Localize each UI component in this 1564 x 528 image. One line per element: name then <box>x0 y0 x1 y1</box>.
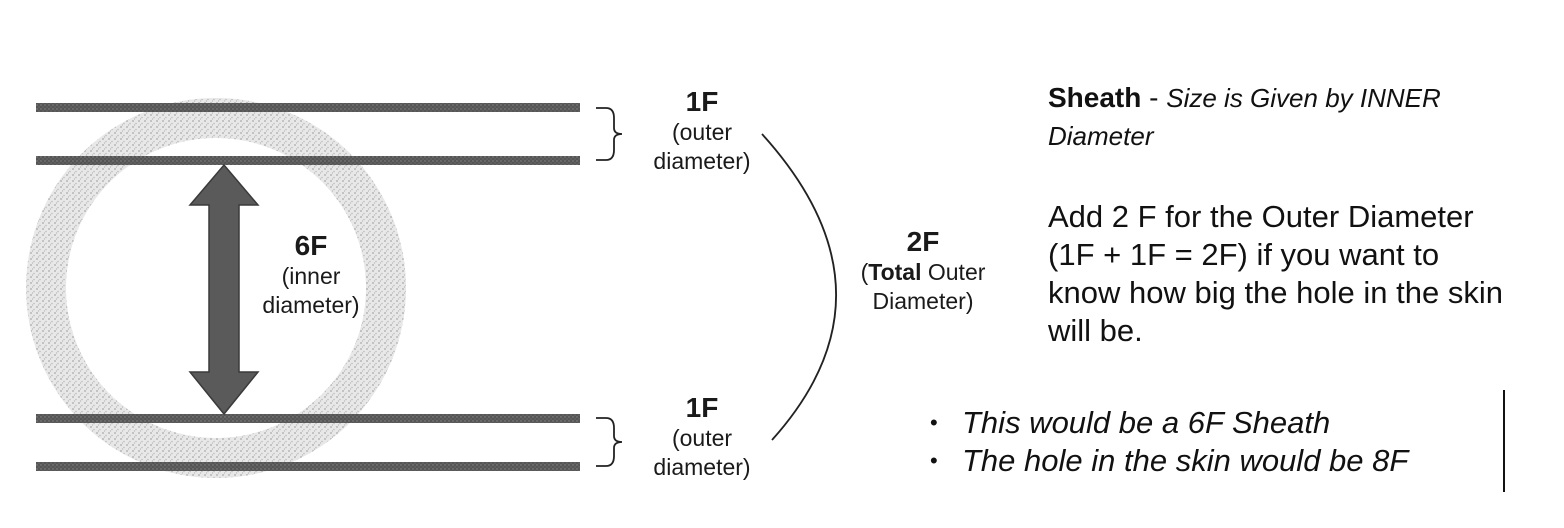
bullet-sheath-size: This would be a 6F Sheath <box>930 404 1500 442</box>
inner-diameter-desc-1: (inner <box>281 263 341 289</box>
top-outer-wall-line <box>36 103 580 112</box>
inner-diameter-desc-2: diameter) <box>262 292 360 318</box>
bottom-wall-size: 1F <box>685 392 719 423</box>
inner-diameter-size: 6F <box>294 230 328 261</box>
bottom-wall-desc: (outer diameter) <box>653 425 751 480</box>
top-wall-size: 1F <box>685 86 719 117</box>
bottom-inner-wall-line <box>36 414 580 423</box>
top-wall-label: 1F (outer diameter) <box>640 86 764 176</box>
top-wall-desc: (outer diameter) <box>653 119 751 174</box>
sheath-size-note: Size is Given by INNER Diameter <box>1048 83 1441 151</box>
bottom-wall-label: 1F (outer diameter) <box>640 392 764 482</box>
total-bold-word: Total <box>868 259 922 285</box>
total-outer-size: 2F <box>906 226 940 257</box>
bullet-hole-size: The hole in the skin would be 8F <box>930 442 1500 480</box>
sheath-heading: Sheath - Size is Given by INNER Diameter <box>1048 79 1518 155</box>
outer-diameter-note: Add 2 F for the Outer Diameter (1F + 1F … <box>1048 199 1503 348</box>
total-outer-desc-2: Diameter) <box>872 288 974 314</box>
summary-bullet-list: This would be a 6F Sheath The hole in th… <box>930 404 1500 480</box>
bottom-wall-brace <box>596 417 623 467</box>
total-outer-desc-1: (Total Outer <box>860 259 986 285</box>
inner-diameter-label: 6F (inner diameter) <box>246 230 376 320</box>
top-wall-brace <box>596 107 623 161</box>
sheath-title: Sheath <box>1048 82 1142 113</box>
bottom-outer-wall-line <box>36 462 580 471</box>
inner-diameter-arrow <box>188 163 260 416</box>
total-outer-arc <box>761 133 837 441</box>
total-outer-label: 2F (Total Outer Diameter) <box>832 226 1014 316</box>
top-inner-wall-line <box>36 156 580 165</box>
sheath-title-separator: - <box>1141 82 1167 113</box>
